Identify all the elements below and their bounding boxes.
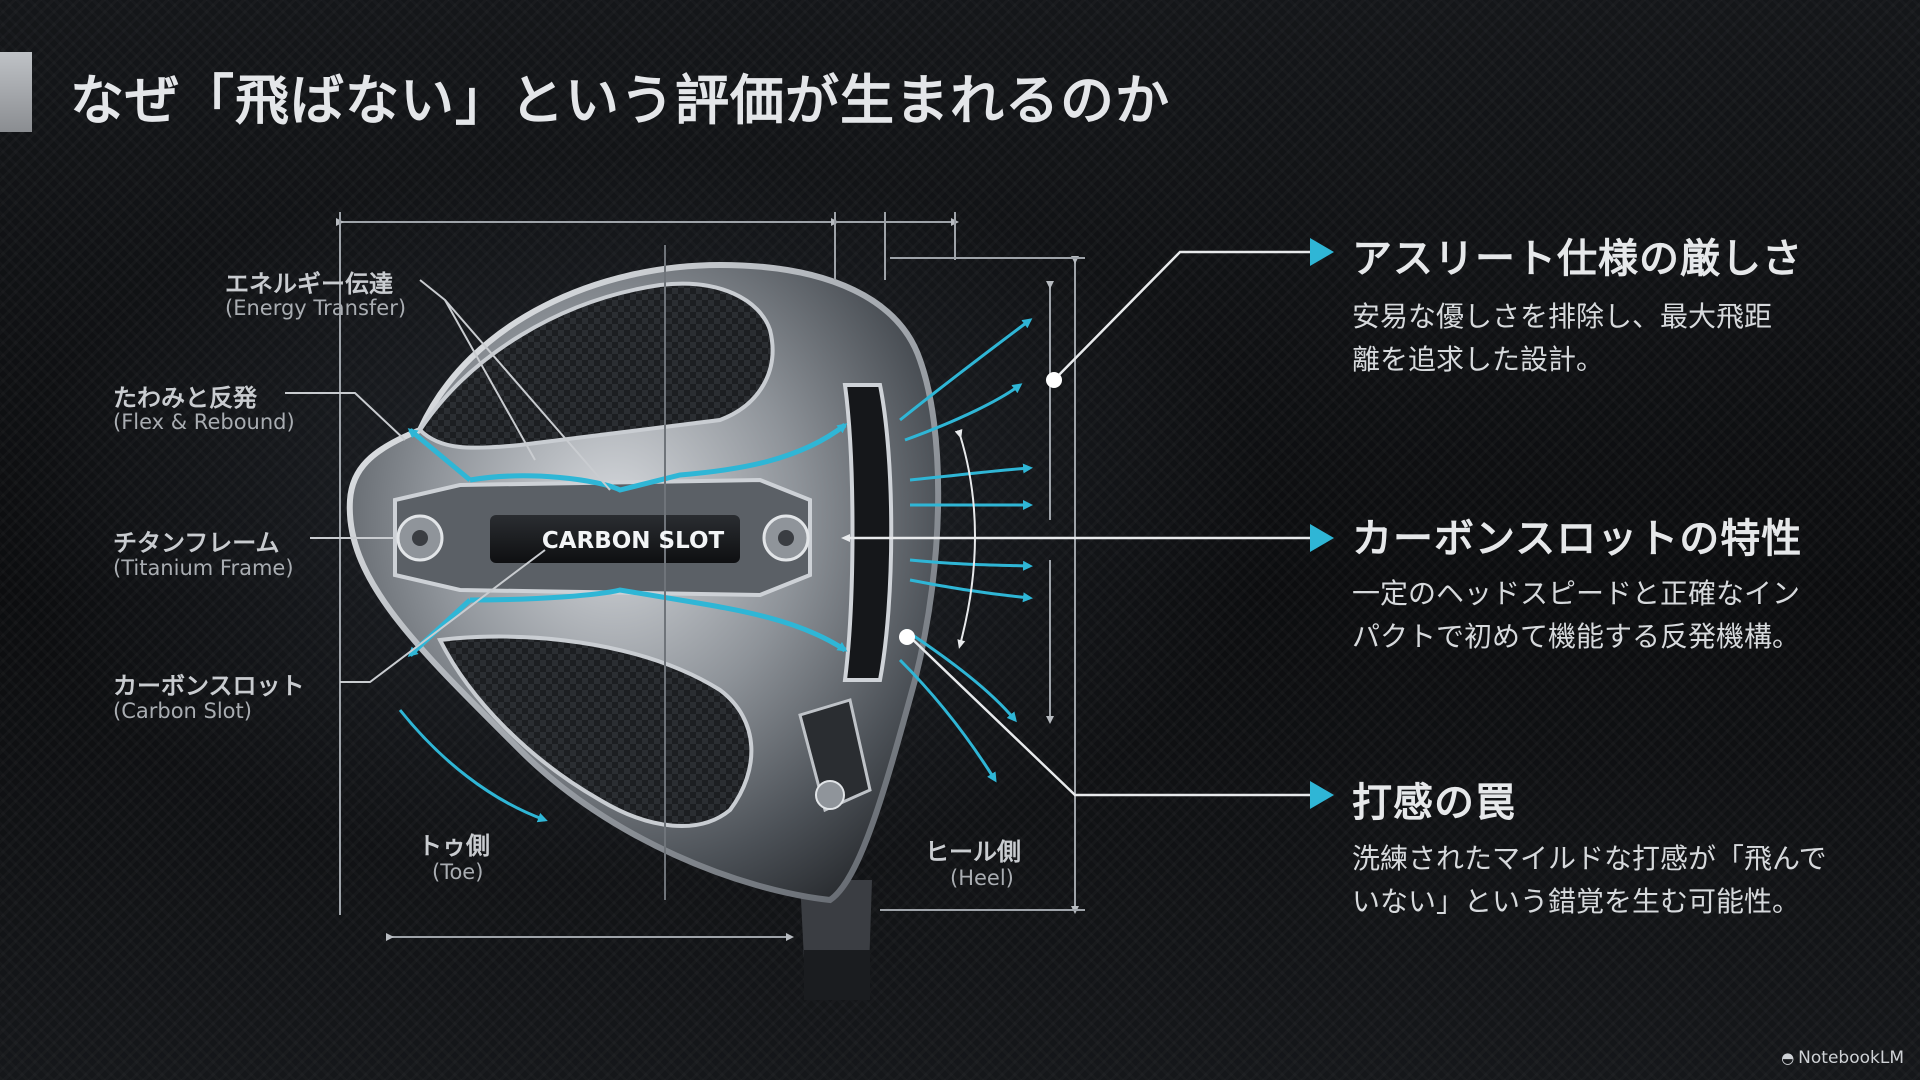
section-arrow-2-icon <box>1310 524 1334 552</box>
flex-curve-indicator <box>954 429 976 649</box>
section-feel-trap-line: 洗練されたマイルドな打感が「飛んで <box>1352 842 1827 875</box>
label-toe-en: (Toe) <box>432 860 484 884</box>
label-flex-rebound-jp: たわみと反発 <box>113 384 257 412</box>
right-connector-lines <box>841 250 1320 797</box>
section-arrow-1-icon <box>1310 238 1334 266</box>
label-heel-jp: ヒール側 <box>925 838 1021 866</box>
lower-carbon-panel <box>436 634 754 828</box>
energy-flow-arrows <box>407 423 848 658</box>
label-toe-jp: トゥ側 <box>418 832 490 860</box>
label-carbon-slot-jp: カーボンスロット <box>113 672 305 700</box>
page-title: なぜ「飛ばない」という評価が生まれるのか <box>70 69 1170 132</box>
section-carbon-slot-body: 一定のヘッドスピードと正確なイン パクトで初めて機能する反発機構。 <box>1352 572 1800 658</box>
label-energy-transfer-jp: エネルギー伝達 <box>225 270 393 298</box>
upper-carbon-panel <box>417 281 775 450</box>
sole-weight-pocket <box>798 698 872 813</box>
section-athlete-spec-body: 安易な優しさを排除し、最大飛距 離を追求した設計。 <box>1352 295 1772 381</box>
vertical-slot <box>842 383 894 682</box>
carbon-slot-center-label: CARBON SLOT <box>542 528 725 554</box>
label-titanium-frame-en: (Titanium Frame) <box>113 556 294 580</box>
label-titanium-frame-jp: チタンフレーム <box>113 529 280 557</box>
feel-trap-dot <box>899 629 915 645</box>
section-athlete-spec-line: 離を追求した設計。 <box>1352 343 1605 376</box>
section-feel-trap-body: 洗練されたマイルドな打感が「飛んで いない」という錯覚を生む可能性。 <box>1352 837 1827 923</box>
dimension-lines <box>336 212 1085 941</box>
section-carbon-slot-title: カーボンスロットの特性 <box>1352 516 1803 562</box>
title-accent-bar <box>0 52 32 132</box>
label-flex-rebound-en: (Flex & Rebound) <box>113 410 295 434</box>
section-athlete-spec-line: 安易な優しさを排除し、最大飛距 <box>1352 300 1773 333</box>
label-energy-transfer-en: (Energy Transfer) <box>225 296 407 320</box>
label-heel-en: (Heel) <box>950 866 1014 890</box>
section-athlete-spec-title: アスリート仕様の厳しさ <box>1352 236 1803 282</box>
section-carbon-slot-line: パクトで初めて機能する反発機構。 <box>1352 620 1801 653</box>
notebooklm-watermark: ◓NotebookLM <box>1781 1048 1904 1068</box>
section-carbon-slot-line: 一定のヘッドスピードと正確なイン <box>1352 577 1801 610</box>
section-feel-trap-line: いない」という錯覚を生む可能性。 <box>1352 885 1801 918</box>
section-arrow-3-icon <box>1310 781 1334 809</box>
brand-name: NotebookLM <box>1798 1048 1904 1068</box>
section-pointer-arrows <box>1310 238 1334 809</box>
notebooklm-logo-icon: ◓ <box>1781 1049 1795 1067</box>
label-carbon-slot-en: (Carbon Slot) <box>113 699 252 723</box>
section-feel-trap-title: 打感の罠 <box>1352 780 1516 826</box>
carbon-slot-bar <box>393 477 812 598</box>
flex-wave-arrows <box>398 318 1033 823</box>
left-leader-lines <box>285 279 611 683</box>
athlete-spec-dot <box>1046 372 1062 388</box>
hosel <box>800 880 872 1000</box>
